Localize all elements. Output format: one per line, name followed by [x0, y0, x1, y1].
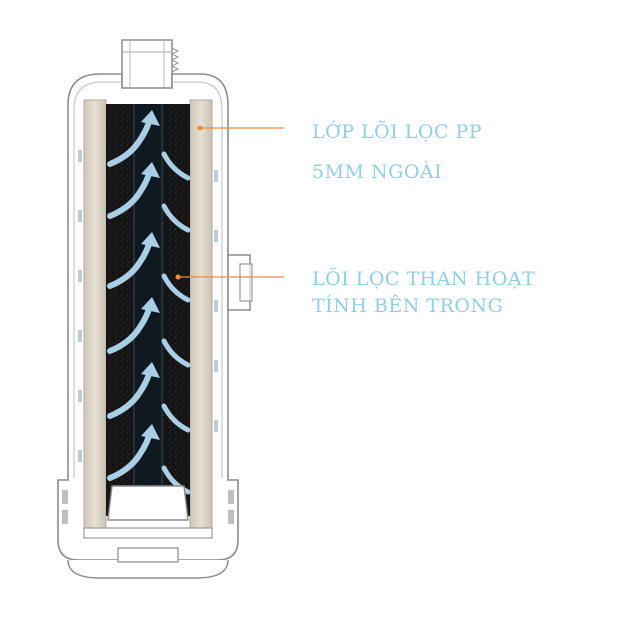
flow-arrow-3: [107, 237, 153, 289]
flow-arrow-side-5: [161, 403, 191, 433]
flow-arrow-2: [107, 167, 153, 219]
flow-arrow-side-6: [161, 465, 191, 495]
flow-arrow-side-2: [161, 203, 191, 233]
flow-arrow-5: [107, 367, 153, 419]
pp-layer-left: [83, 99, 107, 529]
flow-arrow-head-3: [141, 232, 160, 248]
flow-arrow-head-2: [141, 162, 160, 178]
flow-arrow-head-6: [141, 424, 160, 440]
flow-arrow-1: [107, 115, 153, 167]
label-pp-layer-line2: 5MM NGOÀI: [312, 161, 443, 183]
leader-dot-inner: [175, 274, 181, 280]
flow-arrow-side-1: [161, 151, 191, 181]
flow-arrow-head-4: [141, 297, 160, 313]
flow-arrows: [107, 110, 191, 495]
flow-arrow-side-3: [161, 273, 191, 303]
label-pp-layer-line1: LỚP LÕI LỌC PP: [312, 121, 483, 143]
flow-arrow-6: [107, 429, 153, 481]
flow-arrow-head-5: [141, 362, 160, 378]
pp-layer-right: [189, 99, 213, 529]
bottom-cap: [62, 485, 234, 579]
flow-arrow-head-1: [141, 110, 160, 126]
label-carbon-core-line1: LÕI LỌC THAN HOẠT: [312, 268, 536, 290]
flow-arrow-side-4: [161, 338, 191, 368]
flow-arrow-4: [107, 302, 153, 354]
label-carbon-core-line2: TÍNH BÊN TRONG: [312, 295, 504, 317]
leader-dot-outer: [197, 125, 203, 131]
